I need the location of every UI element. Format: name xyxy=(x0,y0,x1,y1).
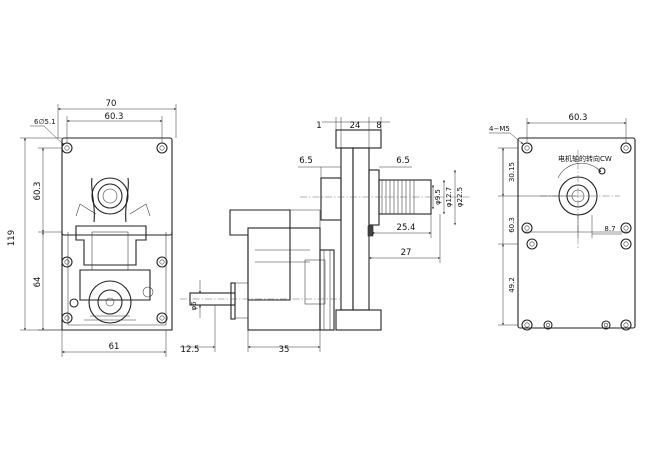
dim-60-3-back: 60.3 xyxy=(569,113,588,123)
dim-24: 24 xyxy=(350,121,361,131)
dim-6-5-right: 6.5 xyxy=(396,156,410,166)
side-view: φ6 12.5 35 xyxy=(180,209,340,355)
dim-30-15: 30.15 xyxy=(508,162,516,182)
section-plate xyxy=(340,147,354,311)
rotation-arrow xyxy=(557,162,602,179)
rotation-note: 电机轴的转向CW xyxy=(558,154,612,163)
side-flange xyxy=(319,249,335,331)
back-view: 电机轴的转向CW 60.3 4−M5 30.15 60.3 49.2 8.7 xyxy=(489,113,636,331)
dim-49-2: 49.2 xyxy=(508,277,516,293)
thread-callout: 4−M5 xyxy=(489,125,510,133)
dim-61: 61 xyxy=(109,342,120,352)
side-collar xyxy=(230,282,236,320)
dim-6-5-left: 6.5 xyxy=(299,156,313,166)
dim-dia-12-7: φ12.7 xyxy=(445,187,453,207)
front-upper-plate xyxy=(61,137,173,236)
dim-8: 8 xyxy=(376,121,381,131)
dim-27: 27 xyxy=(401,248,412,258)
back-plate xyxy=(517,137,636,329)
dim-70: 70 xyxy=(106,99,117,109)
section-housing xyxy=(352,147,370,311)
dim-60-3-vertical: 60.3 xyxy=(33,182,43,201)
front-coil xyxy=(75,203,151,301)
front-lower-housing xyxy=(61,232,173,331)
dim-64: 64 xyxy=(33,277,43,288)
dim-dia-9-5: φ9.5 xyxy=(434,189,442,205)
section-bottom-tab xyxy=(335,309,382,331)
dim-25-4: 25.4 xyxy=(397,223,416,233)
dim-60-3-front: 60.3 xyxy=(105,112,124,122)
dim-dia-22-5: φ22.5 xyxy=(456,187,464,207)
front-view: 70 60.3 6∅5.1 119 60.3 64 61 xyxy=(7,99,177,357)
lead-wire-left xyxy=(91,177,95,223)
dim-1: 1 xyxy=(316,121,321,131)
dim-60-3-back-vertical: 60.3 xyxy=(508,217,516,233)
dim-shaft-dia: φ6 xyxy=(190,301,198,311)
front-output-boss xyxy=(91,177,129,215)
side-motor-top xyxy=(229,209,291,301)
section-top-tab xyxy=(335,129,382,149)
dim-119: 119 xyxy=(7,230,17,246)
dim-12-5: 12.5 xyxy=(181,345,200,355)
dim-8-7: 8.7 xyxy=(604,225,615,233)
lead-wire-right xyxy=(125,177,129,223)
dim-35: 35 xyxy=(279,345,290,355)
back-mounting-holes xyxy=(521,142,632,331)
section-left-stub xyxy=(320,177,342,221)
side-motor-body xyxy=(247,227,321,331)
hole-callout: 6∅5.1 xyxy=(34,118,56,126)
front-lower-gear xyxy=(69,280,154,324)
shaft-view: 1 24 8 6.5 6.5 φ9.5 φ12.7 φ22.5 25.4 27 xyxy=(298,117,470,331)
section-boss xyxy=(368,169,380,226)
